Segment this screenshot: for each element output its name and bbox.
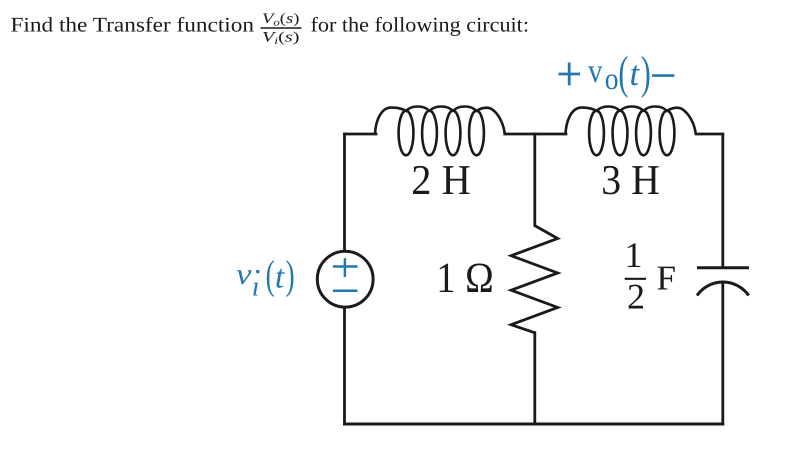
svg-text:2 H: 2 H [411, 157, 471, 204]
svg-text:v: v [588, 53, 603, 90]
svg-text:2: 2 [627, 277, 645, 317]
svg-text:F: F [657, 259, 676, 298]
svg-text:): ) [286, 252, 295, 298]
svg-text:Vi(s): Vi(s) [262, 29, 300, 47]
svg-text:ı: ı [252, 272, 260, 303]
svg-text:v: v [236, 258, 252, 291]
svg-text:Find the Transfer function: Find the Transfer function [11, 14, 255, 37]
svg-text:for the following circuit:: for the following circuit: [311, 14, 530, 37]
svg-text:t: t [630, 54, 641, 93]
svg-text:3 H: 3 H [601, 157, 660, 204]
svg-text:t: t [275, 259, 285, 295]
svg-text:1: 1 [625, 235, 643, 275]
svg-text:o: o [605, 61, 619, 96]
svg-text:1 Ω: 1 Ω [436, 255, 494, 302]
svg-text:(: ( [266, 252, 275, 298]
svg-text:(: ( [618, 48, 628, 99]
svg-text:): ) [641, 48, 651, 99]
svg-text:Vo(s): Vo(s) [262, 11, 300, 29]
